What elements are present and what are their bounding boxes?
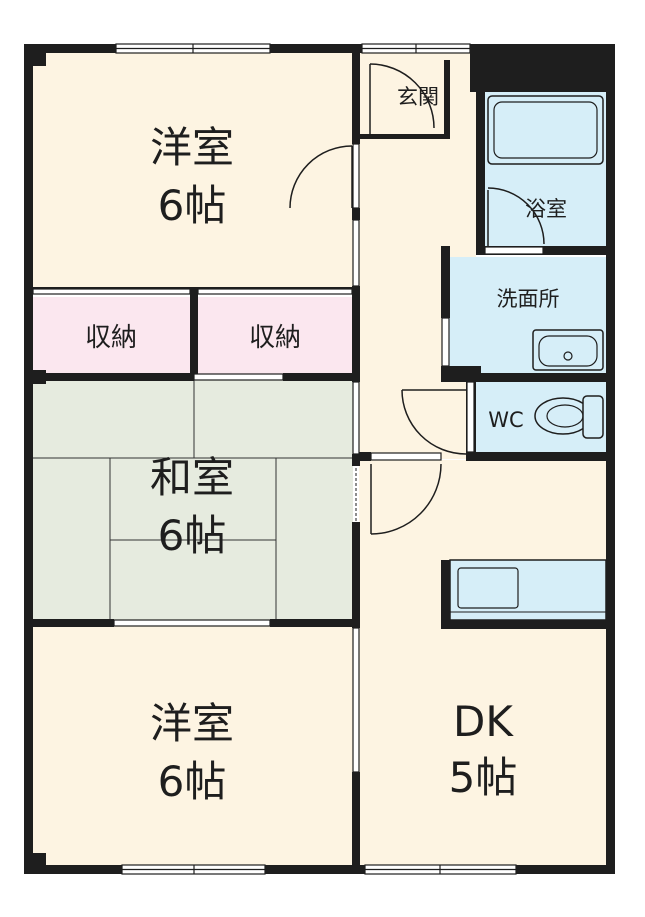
room-name-bath: 浴室 [525,197,567,221]
floor-dk [359,460,607,866]
floor-western-bottom [32,626,353,866]
room-size-dk: 5帖 [449,753,518,802]
room-name-western-top: 洋室 [150,123,234,172]
floor-storage-right [197,297,353,375]
room-name-storage-right: 収納 [249,323,301,353]
room-name-entrance: 玄関 [397,85,439,109]
floor-western-top [32,52,353,292]
bathtub [487,95,604,165]
room-name-japanese: 和室 [150,453,234,502]
room-name-toilet: WC [488,408,523,432]
door-swings [289,63,545,535]
floor-japanese-room [32,380,353,621]
kitchen-counter [449,559,607,621]
tatami-lines [32,380,353,621]
floor-hall [359,52,476,459]
room-size-japanese: 6帖 [158,511,227,560]
washbasin [532,329,604,371]
room-name-washroom: 洗面所 [497,287,560,311]
room-name-dk: DK [453,697,514,746]
sliding-doors [32,143,544,773]
floor-storage-left [32,297,190,375]
room-name-western-bottom: 洋室 [150,699,234,748]
room-name-storage-left: 収納 [85,323,137,353]
toilet [534,395,604,439]
window-mullions [116,44,516,874]
room-size-western-top: 6帖 [158,181,227,230]
room-size-western-bottom: 6帖 [158,757,227,806]
